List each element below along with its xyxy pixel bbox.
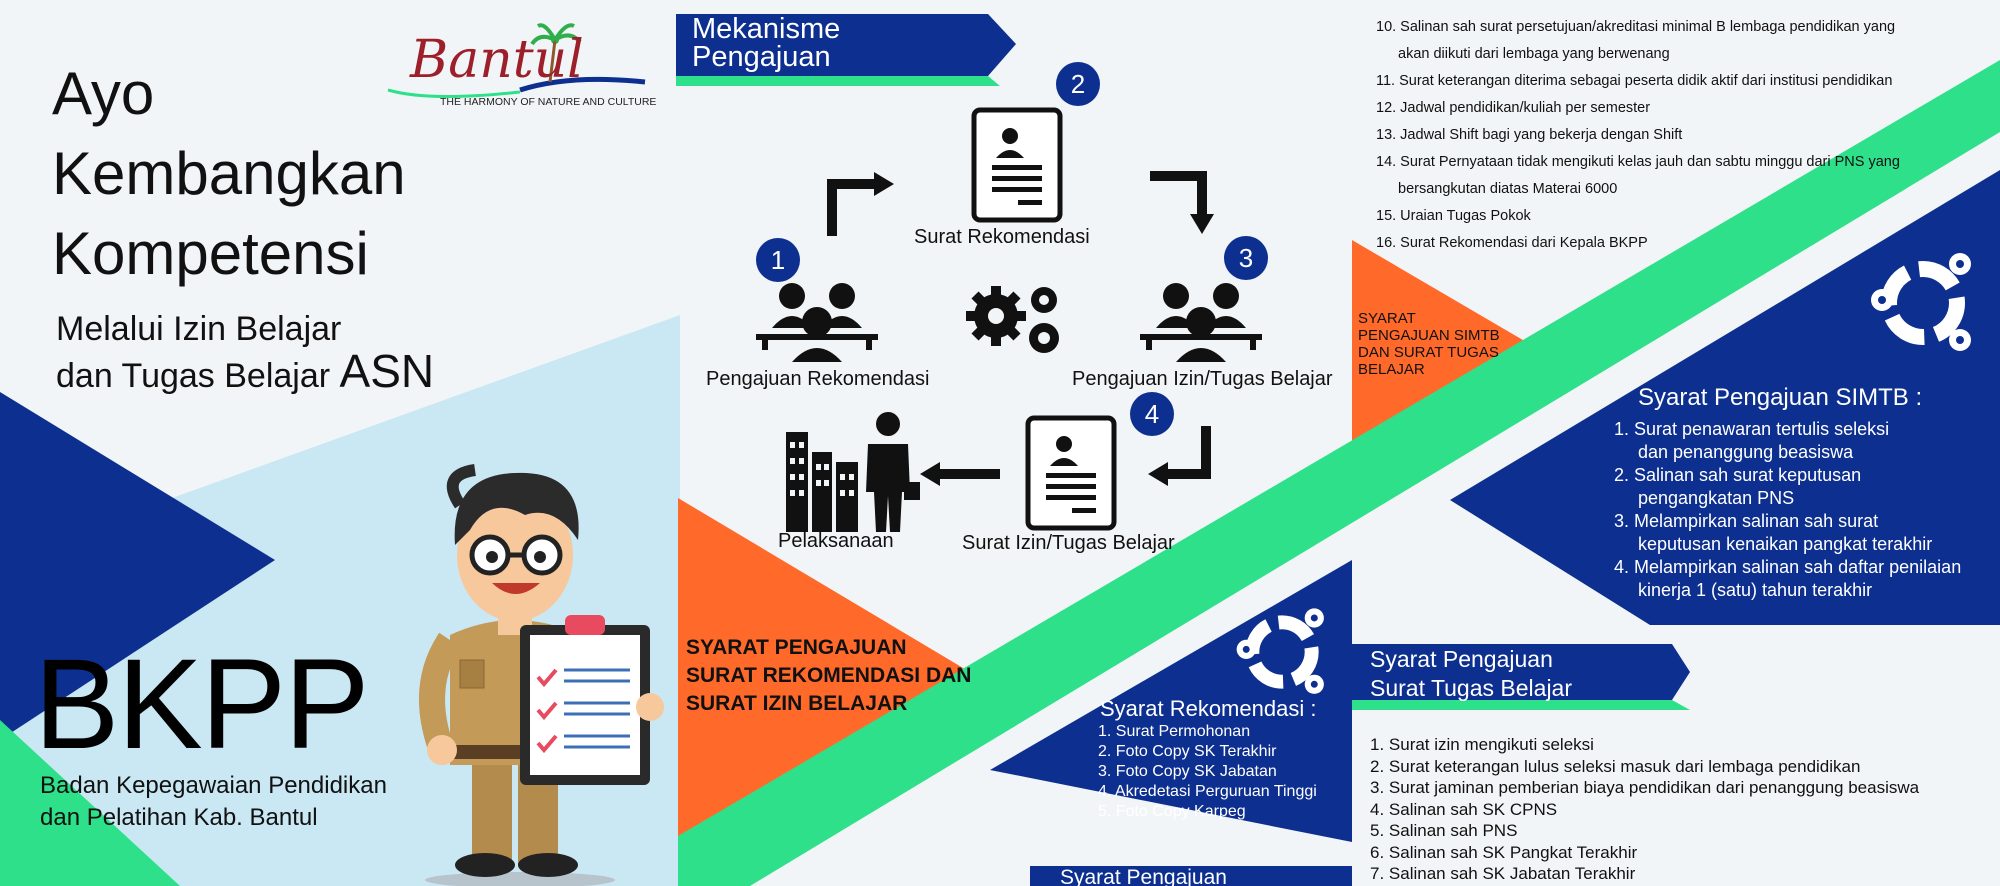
- list-item: 6. Salinan sah SK Pangkat Terakhir: [1370, 842, 1638, 862]
- bottom-tab-label: Syarat Pengajuan: [1060, 866, 1227, 886]
- simtb-banner: SYARAT PENGAJUAN SIMTB DAN SURAT TUGAS B…: [1358, 310, 1500, 378]
- gear-icon: [1871, 253, 1971, 351]
- agency-name-2: dan Pelatihan Kab. Bantul: [40, 804, 318, 831]
- agency-name-1: Badan Kepegawaian Pendidikan: [40, 772, 387, 799]
- rekom-banner-line: SYARAT PENGAJUAN: [686, 636, 907, 659]
- headline-line-2: Kembangkan: [52, 140, 406, 207]
- arrow-right-down-icon: [1150, 171, 1207, 216]
- simtb-banner-line: BELAJAR: [1358, 361, 1425, 378]
- simtb-banner-line: SYARAT: [1358, 310, 1416, 327]
- list-item: 3. Foto Copy SK Jabatan: [1098, 763, 1277, 780]
- final-step-label: Pelaksanaan: [778, 530, 894, 552]
- list-item: 4. Salinan sah SK CPNS: [1370, 799, 1558, 819]
- list-item: 3. Surat jaminan pemberian biaya pendidi…: [1370, 778, 1920, 797]
- arrow-up-right-icon: [827, 179, 876, 236]
- step-4-number: 4: [1130, 392, 1174, 436]
- mechanism-flow-diagram: [756, 107, 1262, 532]
- arrow-down-left-icon: [1166, 426, 1211, 479]
- list-item: akan diikuti dari lembaga yang berwenang: [1398, 46, 1670, 62]
- headline-asn: ASN: [339, 345, 435, 397]
- rekomendasi-title: Syarat Rekomendasi :: [1100, 696, 1317, 721]
- list-item: bersangkutan diatas Materai 6000: [1398, 181, 1618, 197]
- list-item: 12. Jadwal pendidikan/kuliah per semeste…: [1376, 100, 1651, 116]
- rekom-banner-line: SURAT IZIN BELAJAR: [686, 692, 908, 715]
- list-item: 15. Uraian Tugas Pokok: [1376, 208, 1531, 224]
- headline-sub-2: dan Tugas Belajar ASN: [56, 348, 434, 397]
- headline-line-1: Ayo: [52, 60, 155, 127]
- logo-name: Bantul: [410, 30, 584, 90]
- list-item: dan penanggung beasiswa: [1638, 442, 1854, 462]
- list-item: 4. Akredetasi Perguruan Tinggi: [1098, 783, 1317, 800]
- list-item: 1. Surat Permohonan: [1098, 723, 1251, 740]
- gears-icon: [966, 286, 1059, 353]
- list-item: 1. Surat penawaran tertulis seleksi: [1614, 419, 1890, 439]
- document-icon-2: [1025, 415, 1117, 531]
- list-item: 5. Salinan sah PNS: [1370, 821, 1518, 840]
- list-item: 14. Surat Pernyataan tidak mengikuti kel…: [1376, 154, 1900, 170]
- list-item: 11. Surat keterangan diterima sebagai pe…: [1376, 73, 1893, 89]
- step-1-label: Pengajuan Rekomendasi: [706, 368, 930, 390]
- civil-servant-character-icon: [419, 464, 664, 886]
- rekom-banner: SYARAT PENGAJUAN SURAT REKOMENDASI DAN S…: [686, 634, 971, 718]
- gear-icon-2: [1236, 608, 1324, 694]
- step-1-number: 1: [756, 238, 800, 282]
- document-icon: [971, 107, 1063, 223]
- simtb-list: 1. Surat penawaran tertulis seleksi dan …: [1614, 418, 2000, 602]
- step-3-number: 3: [1224, 236, 1268, 280]
- step-2-number: 2: [1056, 62, 1100, 106]
- rekomendasi-list: 1. Surat Permohonan 2. Foto Copy SK Tera…: [1098, 722, 1317, 822]
- city-businessman-icon: [786, 412, 920, 532]
- step-2-label: Surat Rekomendasi: [914, 226, 1090, 248]
- list-item: pengangkatan PNS: [1638, 488, 1795, 508]
- meeting-icon-2: [1140, 283, 1262, 362]
- rekom-banner-line: SURAT REKOMENDASI DAN: [686, 664, 972, 687]
- simtb-title: Syarat Pengajuan SIMTB :: [1638, 384, 1923, 411]
- list-item: keputusan kenaikan pangkat terakhir: [1638, 534, 1933, 554]
- simtb-banner-line: PENGAJUAN SIMTB: [1358, 327, 1500, 344]
- headline-sub-2-text: dan Tugas Belajar: [56, 357, 331, 395]
- meeting-icon: [756, 283, 878, 362]
- list-item: 3. Melampirkan salinan sah surat: [1614, 511, 1879, 531]
- logo-tagline: THE HARMONY OF NATURE AND CULTURE: [440, 96, 657, 108]
- headline-line-3: Kompetensi: [52, 220, 369, 287]
- list-item: kinerja 1 (satu) tahun terakhir: [1638, 580, 1873, 600]
- list-item: 2. Salinan sah surat keputusan: [1614, 465, 1862, 485]
- list-item: 16. Surat Rekomendasi dari Kepala BKPP: [1376, 235, 1648, 251]
- tugas-belajar-list: 1. Surat izin mengikuti seleksi 2. Surat…: [1370, 734, 2000, 885]
- step-3-label: Pengajuan Izin/Tugas Belajar: [1072, 368, 1333, 390]
- step-4-label: Surat Izin/Tugas Belajar: [962, 532, 1175, 554]
- tugas-belajar-title-2: Surat Tugas Belajar: [1370, 675, 1573, 701]
- list-item: 13. Jadwal Shift bagi yang bekerja denga…: [1376, 127, 1683, 143]
- list-item: 2. Foto Copy SK Terakhir: [1098, 743, 1277, 760]
- list-item: 1. Surat izin mengikuti seleksi: [1370, 735, 1594, 754]
- simtb-banner-line: DAN SURAT TUGAS: [1358, 344, 1499, 361]
- headline-sub-1: Melalui Izin Belajar: [56, 310, 342, 348]
- list-item: 10. Salinan sah surat persetujuan/akredi…: [1376, 19, 1896, 35]
- mechanism-title-2: Pengajuan: [692, 41, 831, 73]
- tugas-belajar-title-1: Syarat Pengajuan: [1370, 646, 1553, 672]
- list-item: 5. Foto Copy Karpeg: [1098, 803, 1246, 820]
- bantul-logo: Bantul THE HARMONY OF NATURE AND CULTURE: [370, 12, 660, 112]
- list-item: 4. Melampirkan salinan sah daftar penila…: [1614, 557, 1962, 577]
- top-requirements-list: 10. Salinan sah surat persetujuan/akredi…: [1376, 14, 1976, 257]
- list-item: 2. Surat keterangan lulus seleksi masuk …: [1370, 756, 1861, 776]
- bkpp-acronym: BKPP: [34, 633, 369, 776]
- mechanism-title-1: Mekanisme: [692, 13, 841, 45]
- bantul-logo-icon: [387, 23, 646, 99]
- list-item: 7. Salinan sah SK Jabatan Terakhir: [1370, 864, 1636, 883]
